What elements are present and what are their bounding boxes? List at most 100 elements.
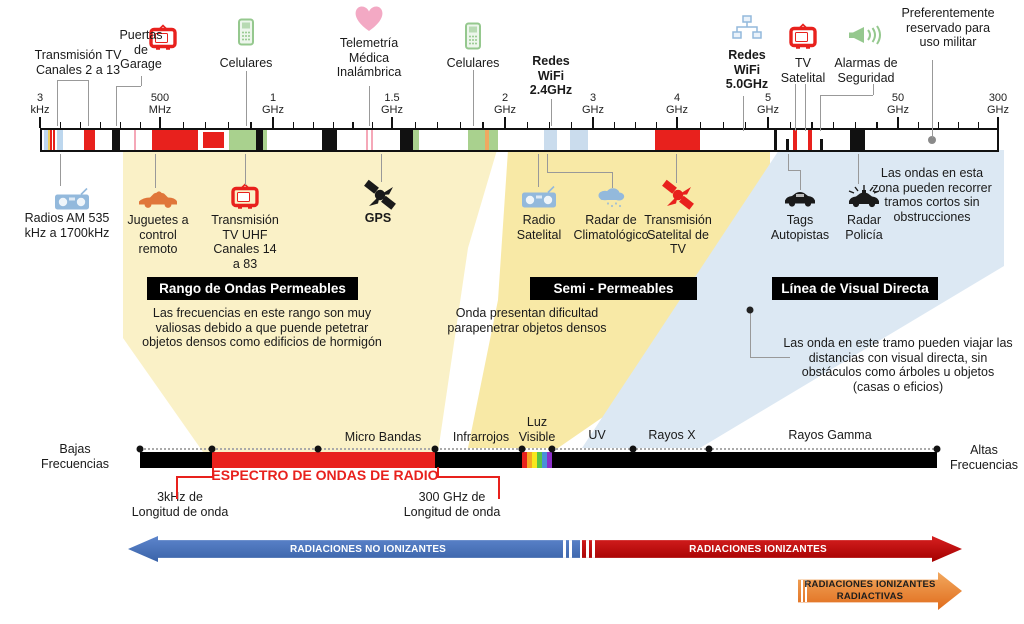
axis-dot: [518, 445, 526, 453]
radioactive-arrow-label: RADIACIONES IONIZANTES RADIACTIVAS: [804, 578, 936, 602]
policecar-icon: [846, 184, 882, 208]
scale-minor-tick: [140, 122, 142, 128]
scale-tick-label: 4 GHz: [666, 92, 688, 116]
wifi-2-4ghz-label: Redes WiFi 2.4GHz: [529, 54, 573, 97]
leader-line: [795, 84, 796, 131]
bar-segment: [53, 130, 55, 150]
security-alarms-label: Alarmas de Seguridad: [834, 56, 898, 85]
axis-dot: [431, 445, 439, 453]
leader-line: [551, 99, 552, 126]
leader-line: [743, 96, 744, 131]
scale-major-tick: [391, 117, 394, 128]
leader-line: [612, 172, 613, 188]
visible-light-stripe: [522, 452, 527, 468]
leader-line: [788, 170, 800, 171]
scale-minor-tick: [60, 122, 62, 128]
scale-minor-tick: [614, 122, 616, 128]
bar-segment: [322, 130, 337, 150]
scale-major-tick: [272, 117, 275, 128]
leader-line: [547, 172, 612, 173]
leader-line: [473, 70, 474, 126]
leader-line: [88, 80, 89, 126]
visible-light-stripe: [542, 452, 547, 468]
scale-tick-label: 2 GHz: [494, 92, 516, 116]
scale-tick-label: 1 GHz: [262, 92, 284, 116]
military-reserved-note-label: Preferentemente reservado para uso milit…: [901, 6, 995, 49]
axis-dot: [208, 445, 216, 453]
rc-toys-label: Juguetes a control remoto: [127, 213, 189, 256]
cloudrain-icon: [595, 186, 627, 209]
radioactive-ionizing-arrow: RADIACIONES IONIZANTES RADIACTIVAS: [798, 572, 962, 610]
visible-light-stripe: [547, 452, 552, 468]
arrow-stripe: [592, 540, 595, 558]
axis-region-label: UV: [588, 428, 606, 442]
leader-line: [873, 84, 874, 95]
scale-tick-label: 50 GHz: [887, 92, 909, 116]
medical-telemetry-label: Telemetría Médica Inalámbrica: [336, 36, 402, 79]
scale-minor-tick: [527, 122, 529, 128]
scale-minor-tick: [100, 122, 102, 128]
scale-major-tick: [897, 117, 900, 128]
leader-line: [57, 80, 58, 126]
leader-line: [246, 71, 247, 126]
bar-segment: [134, 130, 136, 150]
scale-minor-tick: [332, 122, 334, 128]
scale-tick-label: 3 kHz: [30, 92, 50, 116]
axis-region-label: Infrarrojos: [452, 430, 510, 444]
highway-tags-label: Tags Autopistas: [770, 213, 830, 242]
tv-icon: [148, 24, 178, 52]
axis-dot: [629, 445, 637, 453]
leader-line: [805, 84, 806, 131]
scale-major-tick: [504, 117, 507, 128]
scale-minor-tick: [182, 122, 184, 128]
arrow-stripe: [569, 540, 572, 558]
short-range-note-label: Las ondas en esta zona pueden recorrer t…: [872, 166, 992, 224]
leader-line: [538, 154, 539, 187]
axis-band: [212, 452, 435, 468]
scale-minor-tick: [876, 122, 878, 128]
axis-band: [552, 452, 937, 468]
bar-segment: [263, 130, 267, 150]
bar-segment: [544, 130, 557, 150]
axis-dot: [705, 445, 713, 453]
bar-segment: [44, 130, 48, 150]
bar-segment: [366, 130, 368, 150]
leader-line: [750, 312, 751, 357]
cell-phones-1-label: Celulares: [219, 56, 273, 70]
bar-segment: [774, 130, 777, 150]
ionizing-arrow-label: RADIACIONES IONIZANTES: [689, 543, 827, 555]
high-frequencies-label: Altas Frecuencias: [949, 443, 1019, 472]
axis-dot: [314, 445, 322, 453]
cell-phones-2-label: Celulares: [446, 56, 500, 70]
title-bracket: [176, 476, 213, 478]
bar-segment: [48, 130, 50, 150]
scale-tick-label: 500 MHz: [148, 92, 172, 116]
leader-line: [369, 86, 370, 126]
scale-minor-tick: [459, 122, 461, 128]
scale-minor-tick: [437, 122, 439, 128]
zone-bar-label: Semi - Permeables: [530, 277, 697, 300]
car-icon: [782, 191, 818, 208]
leader-line: [547, 154, 548, 172]
leader-line: [141, 76, 142, 86]
bar-segment: [489, 130, 498, 150]
bar-segment: [655, 130, 700, 150]
bar-segment: [371, 130, 373, 150]
scale-minor-tick: [656, 122, 658, 128]
tv-icon: [230, 183, 260, 211]
title-bracket: [212, 467, 214, 477]
scale-minor-tick: [745, 122, 747, 128]
wavelength-start-label: 3kHz de Longitud de onda: [131, 490, 229, 519]
scale-minor-tick: [205, 122, 207, 128]
leader-line: [858, 154, 859, 184]
bar-segment: [413, 130, 419, 150]
leader-line: [155, 154, 156, 188]
leader-line: [245, 154, 246, 185]
bar-segment: [820, 139, 823, 150]
satellite-tv-label: TV Satelital: [780, 56, 826, 85]
zone-bar-label: Rango de Ondas Permeables: [147, 277, 358, 300]
scale-minor-tick: [227, 122, 229, 128]
axis-dot: [933, 445, 941, 453]
leader-line: [820, 95, 873, 96]
